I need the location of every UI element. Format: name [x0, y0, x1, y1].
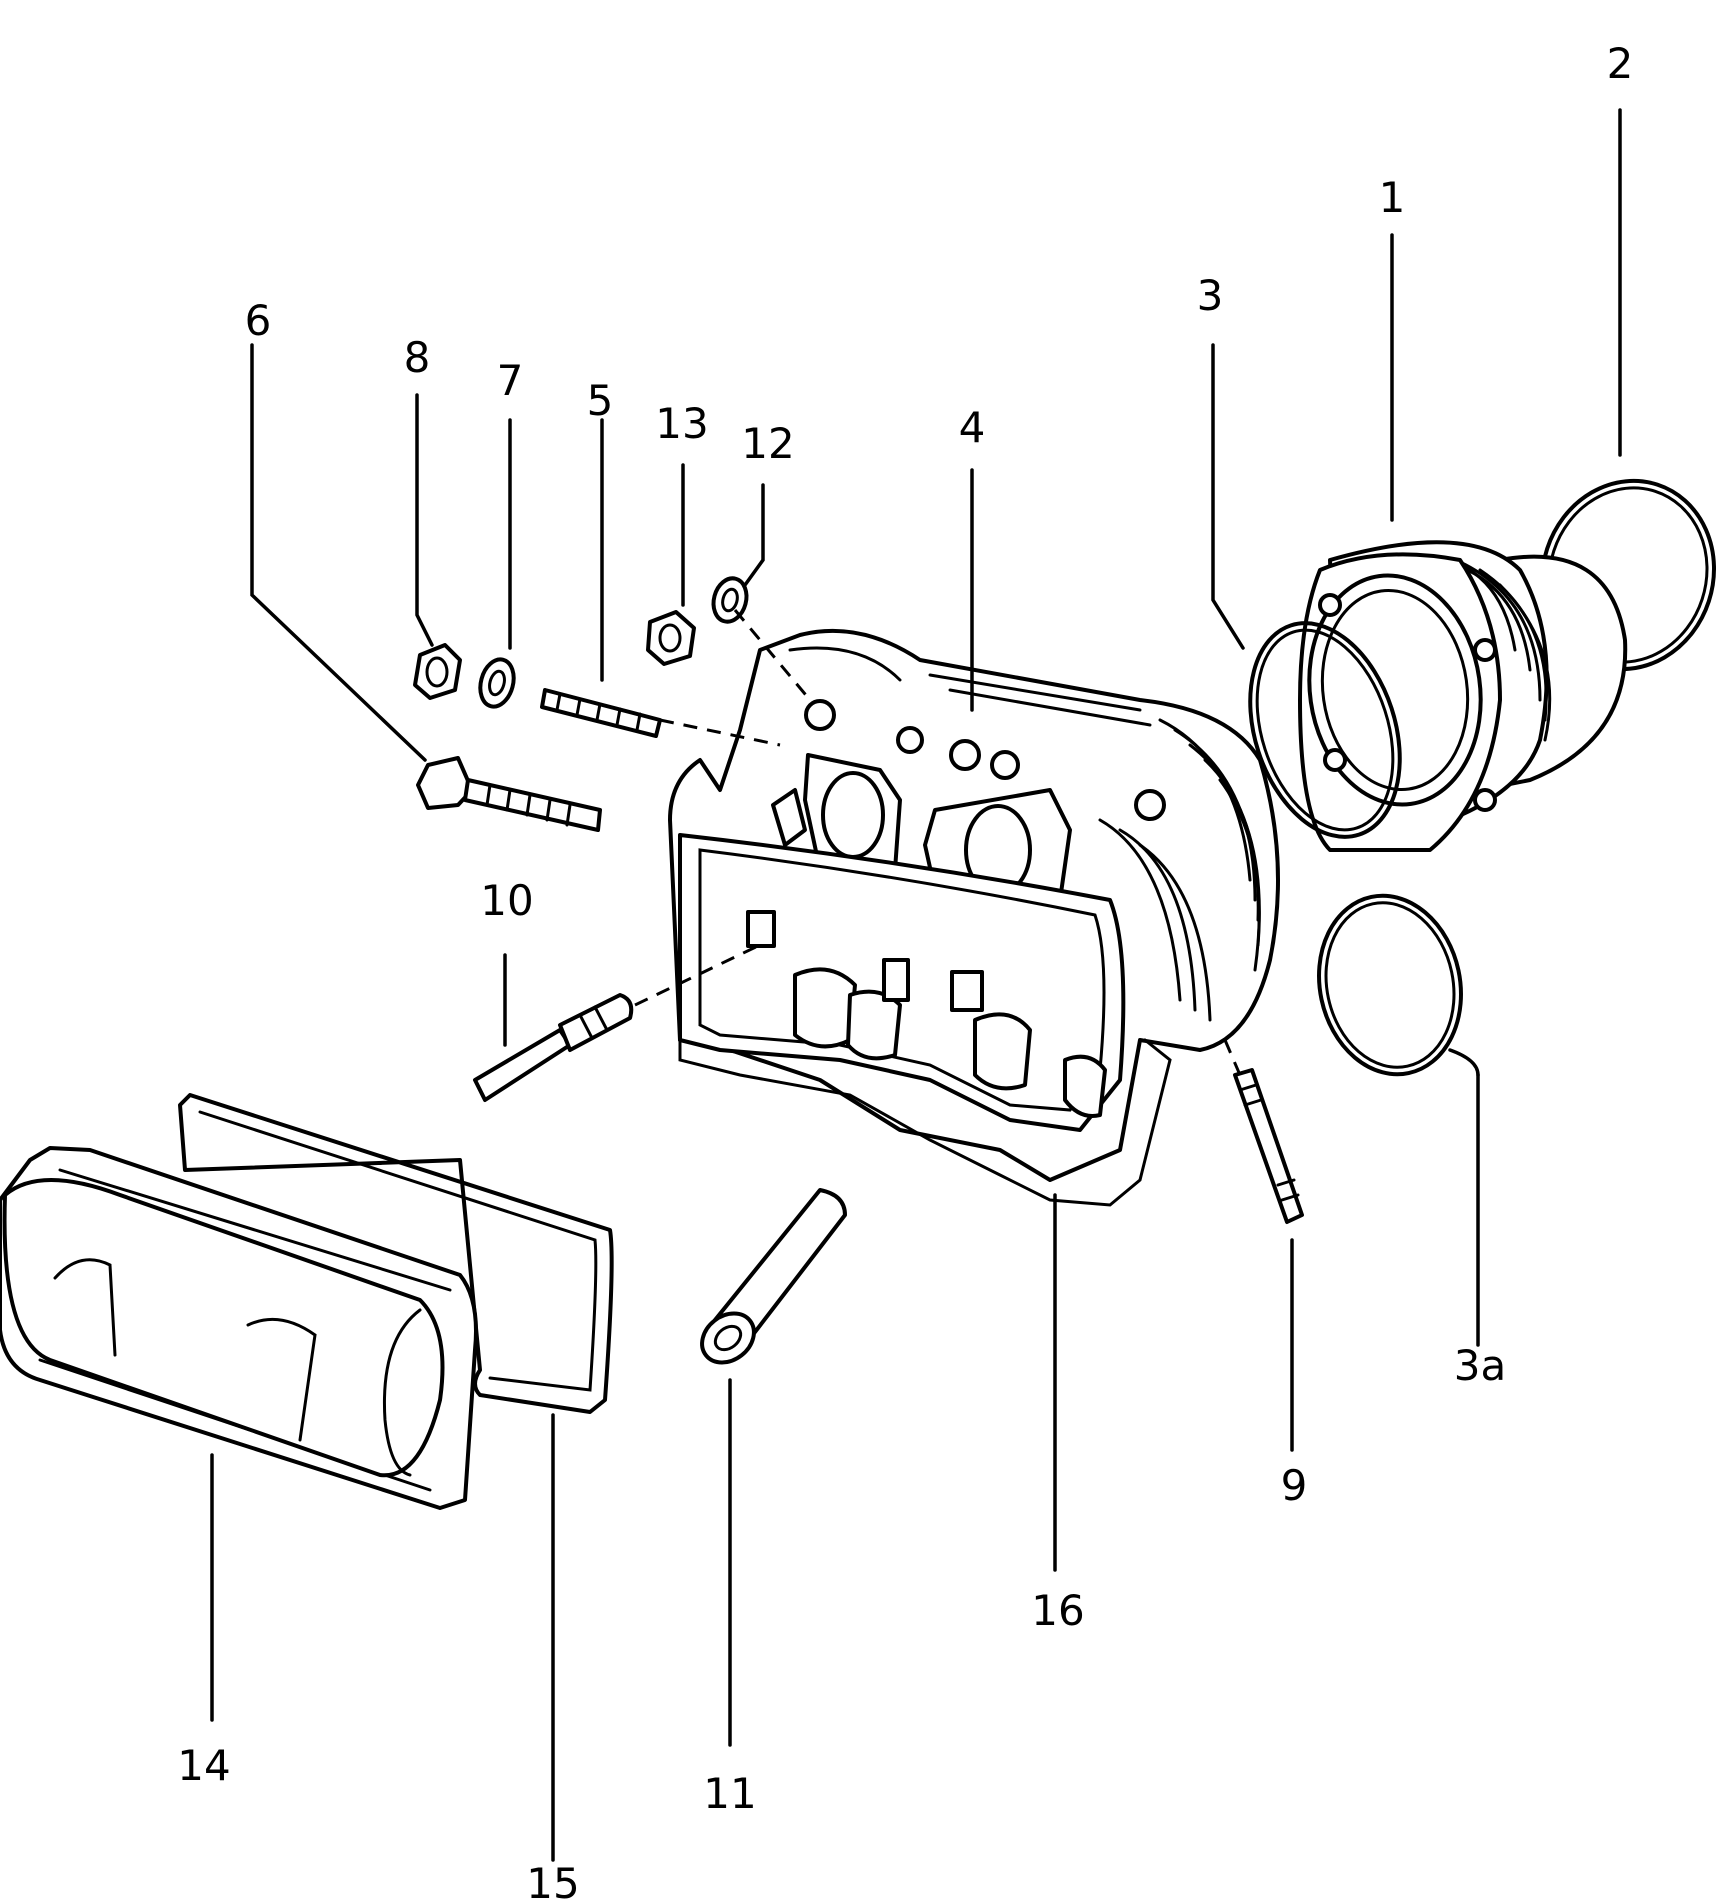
part-8-nut	[413, 643, 462, 700]
callout-6: 6	[245, 296, 272, 345]
callout-3a: 3a	[1454, 1341, 1506, 1390]
part-9-stud	[1233, 1068, 1304, 1224]
callout-2: 2	[1607, 39, 1634, 88]
callout-4: 4	[959, 403, 986, 452]
callout-12: 12	[741, 419, 794, 468]
assembly-lines	[634, 609, 1242, 1076]
part-16-gasket	[678, 1008, 1172, 1207]
callout-7: 7	[497, 356, 524, 405]
part-4-cylinder-head	[668, 628, 1280, 1182]
callout-10: 10	[480, 876, 533, 925]
part-1-cylinder	[1298, 540, 1628, 852]
callouts: 1 2 3 3a 4 5 6 7 8 9 10 11 12 13 14 15 1…	[177, 39, 1633, 1904]
part-13-nut	[646, 610, 696, 666]
part-7-washer	[478, 657, 516, 709]
leader-lines	[210, 108, 1622, 1862]
callout-3: 3	[1197, 271, 1224, 320]
callout-8: 8	[404, 333, 431, 382]
part-5-stud	[540, 688, 662, 738]
part-10-stud	[473, 993, 634, 1102]
callout-11: 11	[703, 1769, 756, 1818]
callout-14: 14	[177, 1741, 230, 1790]
part-3-ring	[1248, 621, 1402, 839]
part-12-washer	[711, 576, 749, 624]
callout-5: 5	[587, 376, 614, 425]
callout-9: 9	[1281, 1461, 1308, 1510]
callout-16: 16	[1031, 1586, 1084, 1635]
part-15-gasket	[178, 1093, 614, 1414]
part-3a-ring	[1317, 893, 1463, 1077]
callout-1: 1	[1379, 173, 1406, 222]
callout-13: 13	[655, 399, 708, 448]
part-11-tube	[700, 1188, 847, 1365]
part-6-bolt	[416, 756, 602, 832]
part-14-rocker-cover	[0, 1146, 478, 1510]
callout-15: 15	[526, 1859, 579, 1904]
